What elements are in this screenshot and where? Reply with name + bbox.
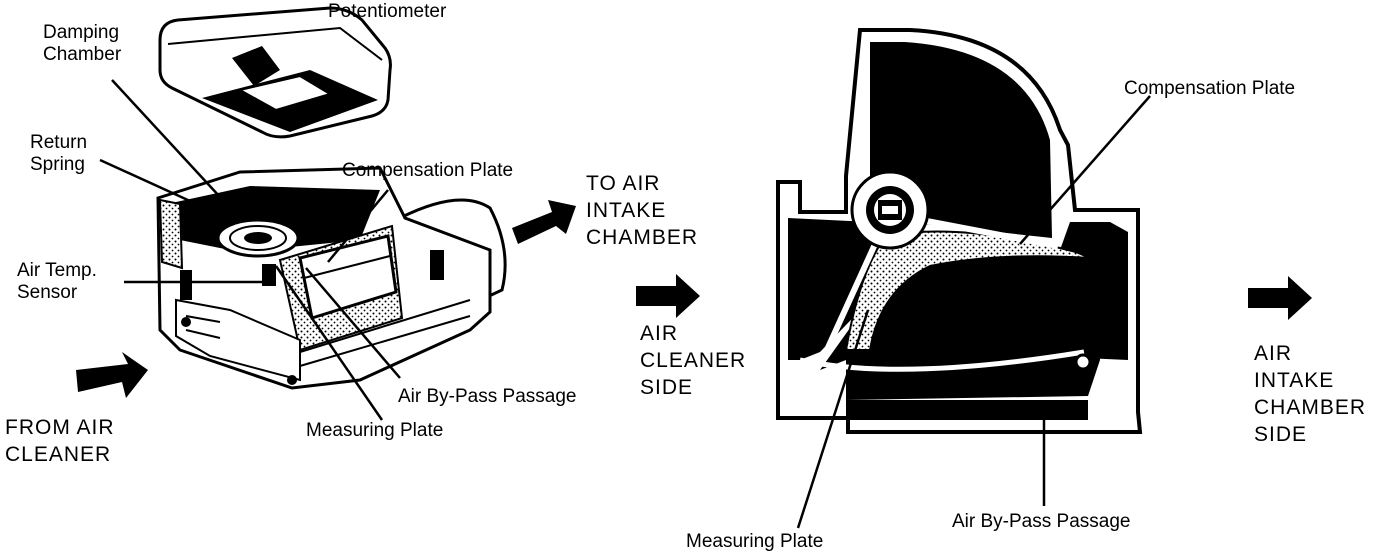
- label-line: CHAMBER: [1254, 396, 1367, 419]
- flow-arrow-icon: [76, 352, 148, 398]
- label-line: Return: [30, 132, 88, 153]
- label-measuring-plate-left: Measuring Plate: [306, 420, 444, 441]
- label-line: TO AIR: [586, 172, 661, 195]
- label-line: CHAMBER: [586, 226, 699, 249]
- label-line: CLEANER: [640, 349, 747, 372]
- label-compensation-plate-right: Compensation Plate: [1124, 78, 1296, 99]
- label-to-air-intake-chamber: TO AIR INTAKE CHAMBER: [586, 170, 698, 251]
- label-line: Spring: [30, 154, 85, 175]
- label-line: Air Temp.: [17, 260, 97, 281]
- right-leader-lines: [796, 95, 1151, 529]
- label-line: AIR: [1254, 342, 1293, 365]
- left-leader-lines: [99, 79, 401, 421]
- label-air-temp-sensor: Air Temp. Sensor: [17, 260, 97, 304]
- label-return-spring: Return Spring: [30, 132, 87, 176]
- cross-section: [776, 28, 1143, 434]
- flow-arrow-icon: [1248, 276, 1312, 320]
- label-line: FROM AIR: [5, 416, 115, 439]
- label-air-intake-chamber-side: AIR INTAKE CHAMBER SIDE: [1254, 340, 1366, 448]
- potentiometer-housing: [158, 6, 392, 139]
- label-line: INTAKE: [1254, 369, 1335, 392]
- label-line: Chamber: [43, 44, 122, 65]
- label-air-bypass-left: Air By-Pass Passage: [398, 386, 577, 407]
- label-line: SIDE: [1254, 423, 1308, 446]
- label-line: SIDE: [640, 376, 694, 399]
- label-compensation-plate-left: Compensation Plate: [342, 160, 514, 181]
- label-line: Sensor: [17, 282, 78, 303]
- label-air-bypass-right: Air By-Pass Passage: [952, 511, 1131, 532]
- label-line: CLEANER: [5, 443, 112, 466]
- flow-arrow-icon: [512, 200, 576, 244]
- flow-arrow-icon: [636, 274, 700, 318]
- label-measuring-plate-right: Measuring Plate: [686, 531, 824, 552]
- label-from-air-cleaner: FROM AIR CLEANER: [5, 414, 115, 468]
- meter-body: [156, 166, 507, 390]
- label-line: AIR: [640, 322, 679, 345]
- label-damping-chamber: Damping Chamber: [43, 22, 121, 66]
- label-line: Damping: [43, 22, 120, 43]
- label-potentiometer: Potentiometer: [328, 1, 447, 22]
- label-line: INTAKE: [586, 199, 667, 222]
- label-air-cleaner-side: AIR CLEANER SIDE: [640, 320, 746, 401]
